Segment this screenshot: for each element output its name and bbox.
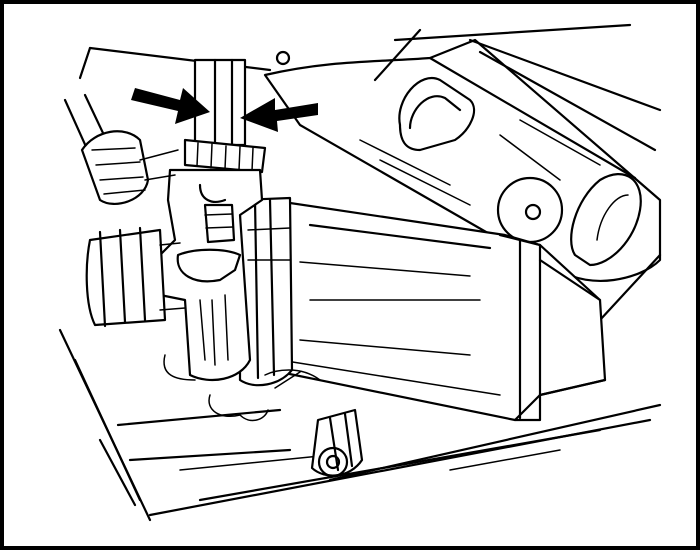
inlet-hose [85, 226, 186, 328]
pump-body [268, 198, 607, 422]
right-arrow-icon [240, 98, 318, 132]
pressure-fitting [183, 58, 267, 174]
left-arrow-icon [131, 88, 210, 124]
pump-flange [238, 196, 294, 387]
loose-nut [310, 408, 364, 478]
chassis-lines [58, 23, 662, 522]
mounting-bracket [263, 38, 662, 282]
return-hose [63, 93, 179, 205]
